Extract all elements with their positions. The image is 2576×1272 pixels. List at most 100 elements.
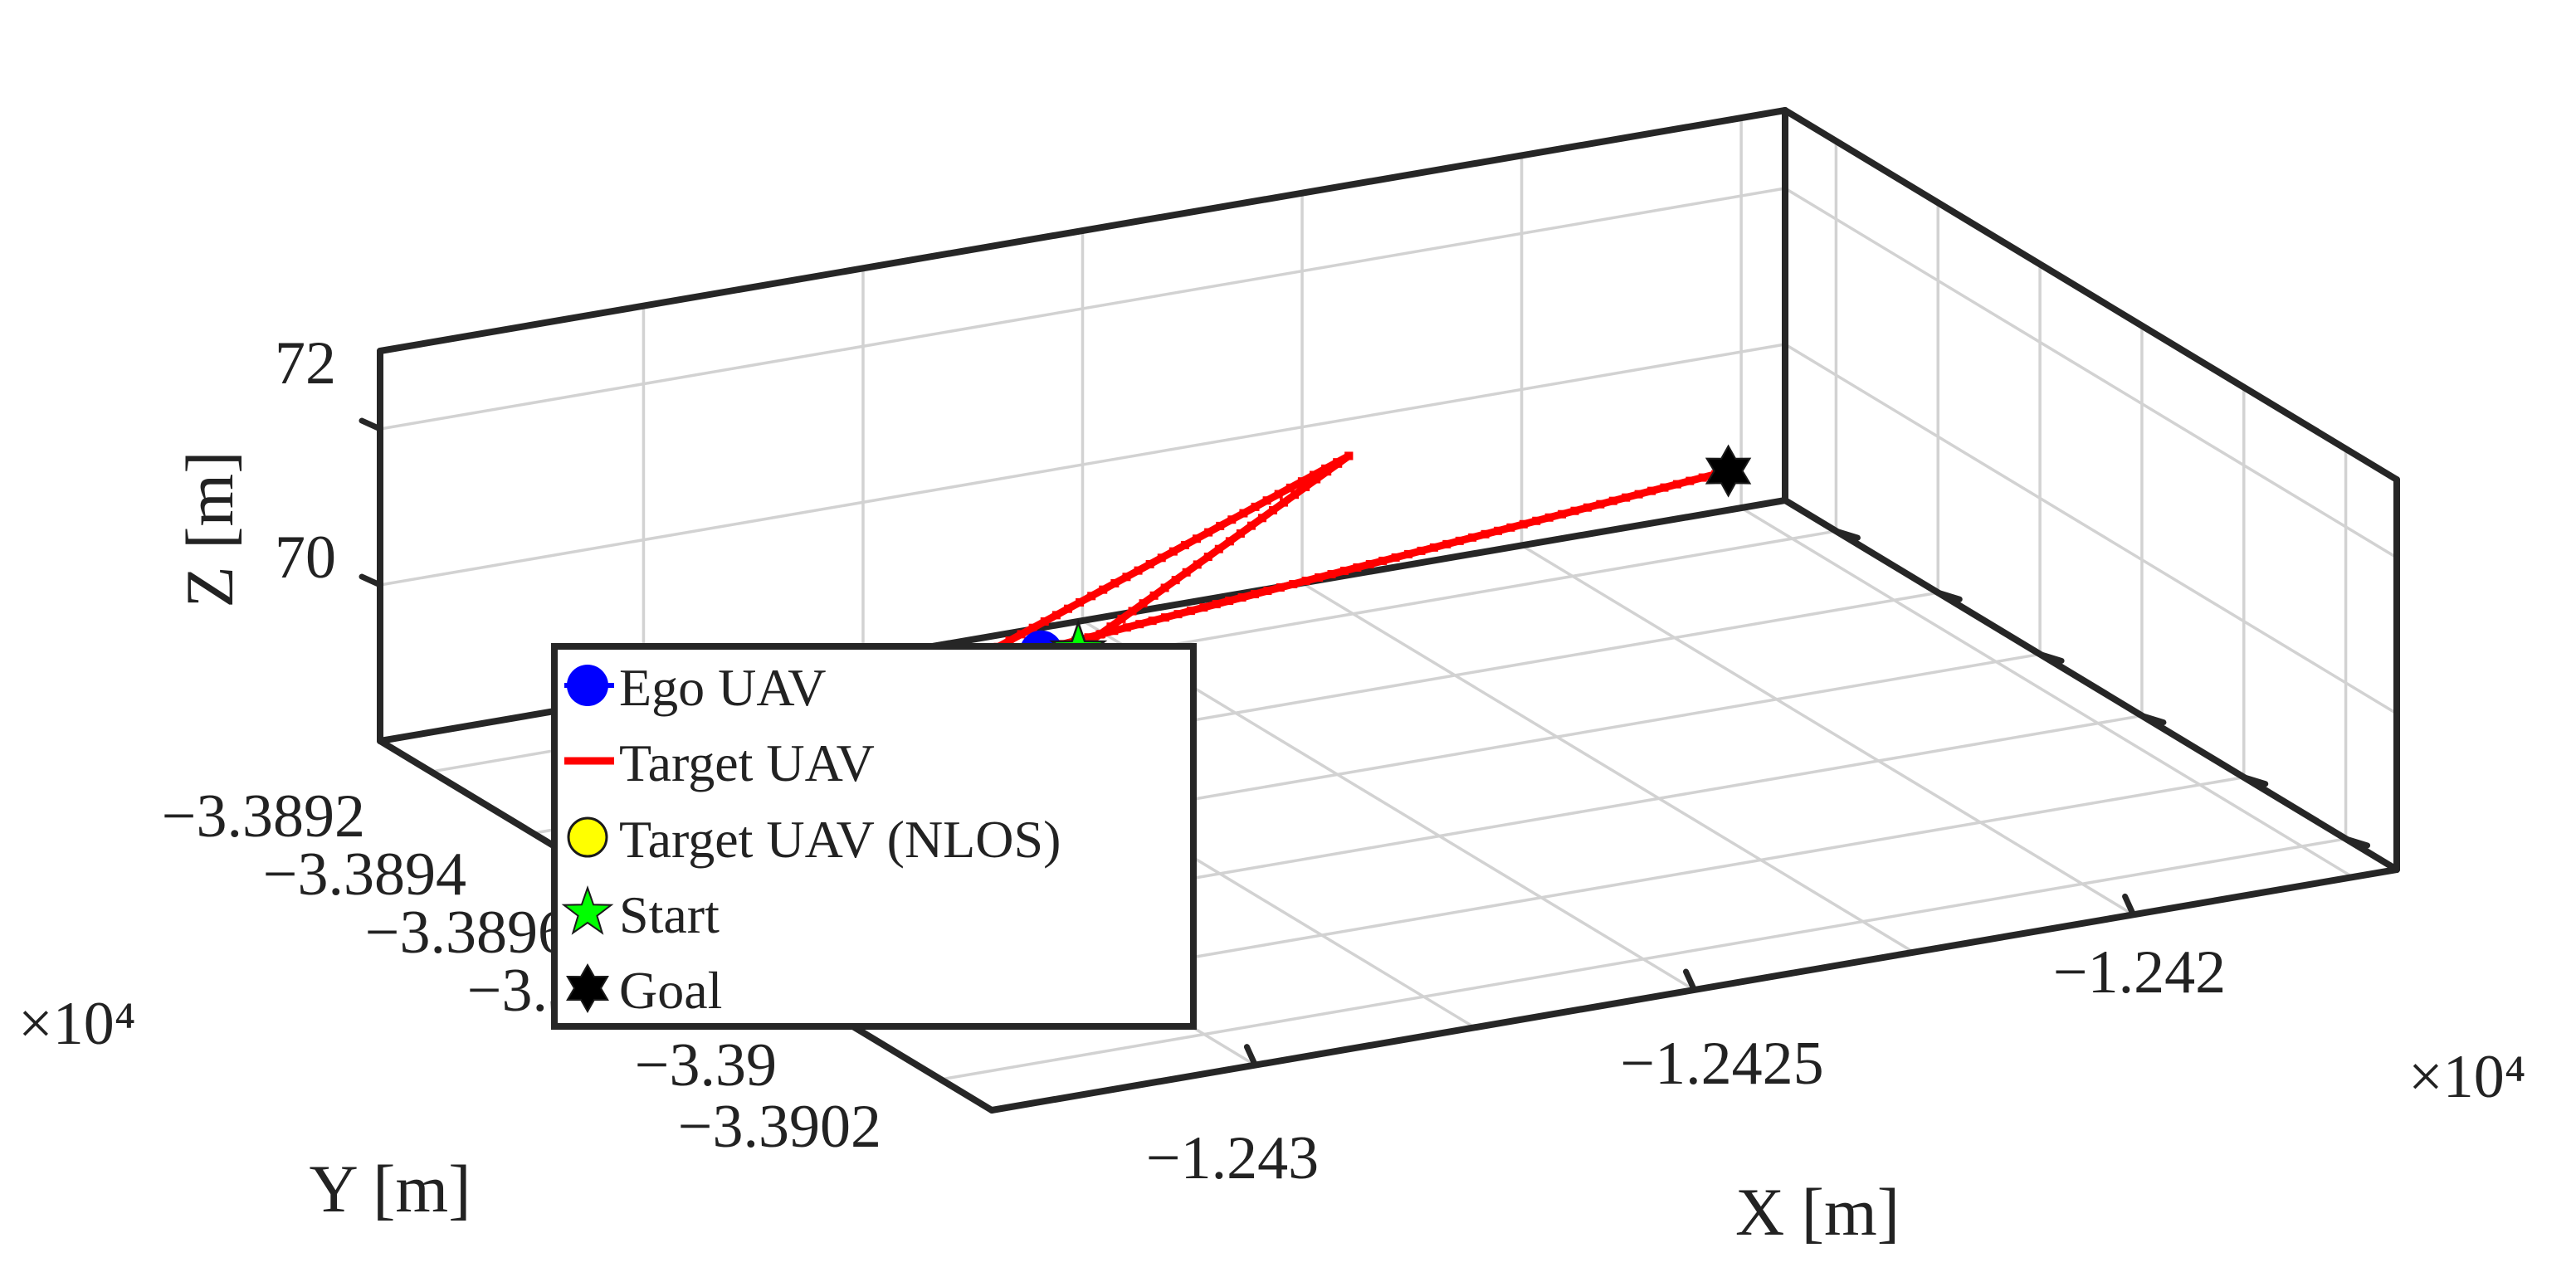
legend-label: Ego UAV (619, 658, 827, 717)
legend-label: Target UAV (619, 733, 875, 792)
target-uav-marker (1168, 547, 1178, 556)
legend: Ego UAV Target UAV Target UAV (NLOS) Sta… (551, 643, 1197, 1030)
target-uav-marker (1051, 611, 1061, 620)
x-tick-label: −1.2425 (1620, 1030, 1823, 1098)
grid-line (1783, 343, 2398, 715)
target-uav-marker (1186, 607, 1195, 616)
target-uav-marker (1327, 569, 1336, 578)
target-uav-marker (1321, 464, 1330, 473)
goal-marker-hexagram-icon (1705, 444, 1752, 498)
target-uav-marker (1214, 544, 1223, 553)
target-uav-marker (1391, 553, 1400, 562)
x-tick-label: −1.242 (2053, 938, 2226, 1006)
target-uav-marker (1290, 490, 1300, 500)
legend-entry-target-uav: Target UAV (564, 733, 875, 792)
target-uav-marker (1280, 498, 1289, 507)
target-uav-marker (1672, 480, 1681, 489)
target-uav-marker (1180, 540, 1189, 549)
legend-entry-start: Start (561, 885, 720, 944)
y-tick-label: −3.3892 (162, 782, 365, 850)
legend-box (551, 643, 1197, 1030)
target-uav-marker (1315, 573, 1324, 582)
target-uav-marker (1193, 560, 1202, 569)
y-axis-label: Y [m] (309, 1151, 471, 1226)
y-tick-mark (2139, 713, 2167, 726)
target-uav-marker (1686, 476, 1695, 485)
target-uav-marker (1225, 597, 1234, 606)
x-axis-label: X [m] (1735, 1174, 1900, 1250)
target-uav-marker (1171, 576, 1180, 585)
target-uav-marker (1117, 614, 1126, 623)
x-tick-mark (2122, 893, 2137, 918)
y-tick-label: −3.3896 (365, 899, 568, 967)
z-axis: 72 70 Z [m] (172, 329, 336, 607)
target-uav-marker (1558, 509, 1567, 519)
target-uav-marker (1404, 549, 1413, 558)
target-uav-marker (1263, 587, 1272, 596)
grid-line (378, 187, 1787, 431)
target-uav-marker (1570, 506, 1579, 515)
target-uav-marker (1149, 591, 1159, 600)
y-tick-label: −3.39 (635, 1031, 777, 1099)
z-tick-mark (359, 573, 383, 588)
y-tick-mark (2037, 651, 2065, 664)
target-uav-marker (1647, 486, 1656, 495)
target-uav-marker (1128, 607, 1137, 616)
axes-edge (1782, 107, 2400, 483)
target-uav-marker (1236, 529, 1245, 538)
target-uav-marker (1257, 514, 1266, 523)
target-uav-marker (1339, 566, 1349, 575)
target-uav-marker (1161, 613, 1170, 622)
target-uav-marker (1378, 556, 1388, 565)
target-uav-marker (1182, 568, 1191, 577)
target-uav-marker (1160, 583, 1169, 592)
target-uav-marker (1309, 470, 1318, 480)
target-uav-marker (1063, 604, 1072, 613)
target-uav-marker (1122, 623, 1131, 632)
target-uav-marker (1353, 563, 1362, 572)
target-uav-marker (1110, 578, 1120, 587)
target-uav-marker (1212, 600, 1221, 609)
target-uav-marker (1139, 599, 1148, 608)
target-uav-marker (1145, 559, 1154, 568)
legend-label: Goal (619, 961, 722, 1020)
target-uav-marker (1239, 509, 1248, 518)
target-uav-marker (1297, 477, 1306, 486)
z-axis-label: Z [m] (172, 451, 247, 608)
target-uav-marker (1634, 490, 1643, 499)
target-uav-marker (1481, 529, 1490, 539)
x-axis: −1.243 −1.2425 −1.242 ×10⁴ X [m] (1146, 938, 2526, 1250)
legend-label: Start (619, 885, 720, 944)
target-uav-marker (1544, 513, 1554, 522)
grid-line (1300, 581, 1915, 954)
grid-line (939, 837, 2348, 1081)
target-uav-marker (1417, 546, 1426, 555)
target-uav-marker (1099, 585, 1108, 594)
target-uav-marker (1276, 583, 1285, 592)
y-tick-label: −3.3894 (263, 841, 466, 909)
target-uav-marker (1135, 620, 1144, 629)
target-uav-marker (1429, 543, 1438, 552)
x-tick-mark (1243, 1044, 1258, 1069)
target-uav-marker (1250, 590, 1259, 599)
x-tick-label: −1.243 (1146, 1124, 1319, 1192)
legend-entry-goal: Goal (566, 961, 722, 1020)
x-multiplier: ×10⁴ (2408, 1043, 2526, 1111)
y-tick-label: −3.3902 (678, 1093, 881, 1161)
target-uav-marker (1274, 490, 1283, 499)
axes-edge (377, 107, 1788, 354)
grid-line (1739, 506, 2354, 879)
target-uav-marker (1227, 515, 1237, 524)
target-uav-marker (1193, 534, 1202, 543)
target-uav-marker (1216, 521, 1225, 530)
target-uav-marker (1301, 482, 1310, 491)
target-uav-marker (1225, 537, 1234, 546)
legend-label: Target UAV (NLOS) (619, 810, 1061, 869)
z-tick-label: 72 (275, 329, 336, 397)
target-uav-marker (1442, 539, 1451, 548)
target-uav-marker (1506, 523, 1515, 532)
y-tick-mark (2241, 774, 2269, 787)
target-uav-marker (1532, 516, 1541, 525)
legend-marker-start-star-icon (561, 885, 614, 935)
target-uav-marker (1269, 505, 1278, 514)
